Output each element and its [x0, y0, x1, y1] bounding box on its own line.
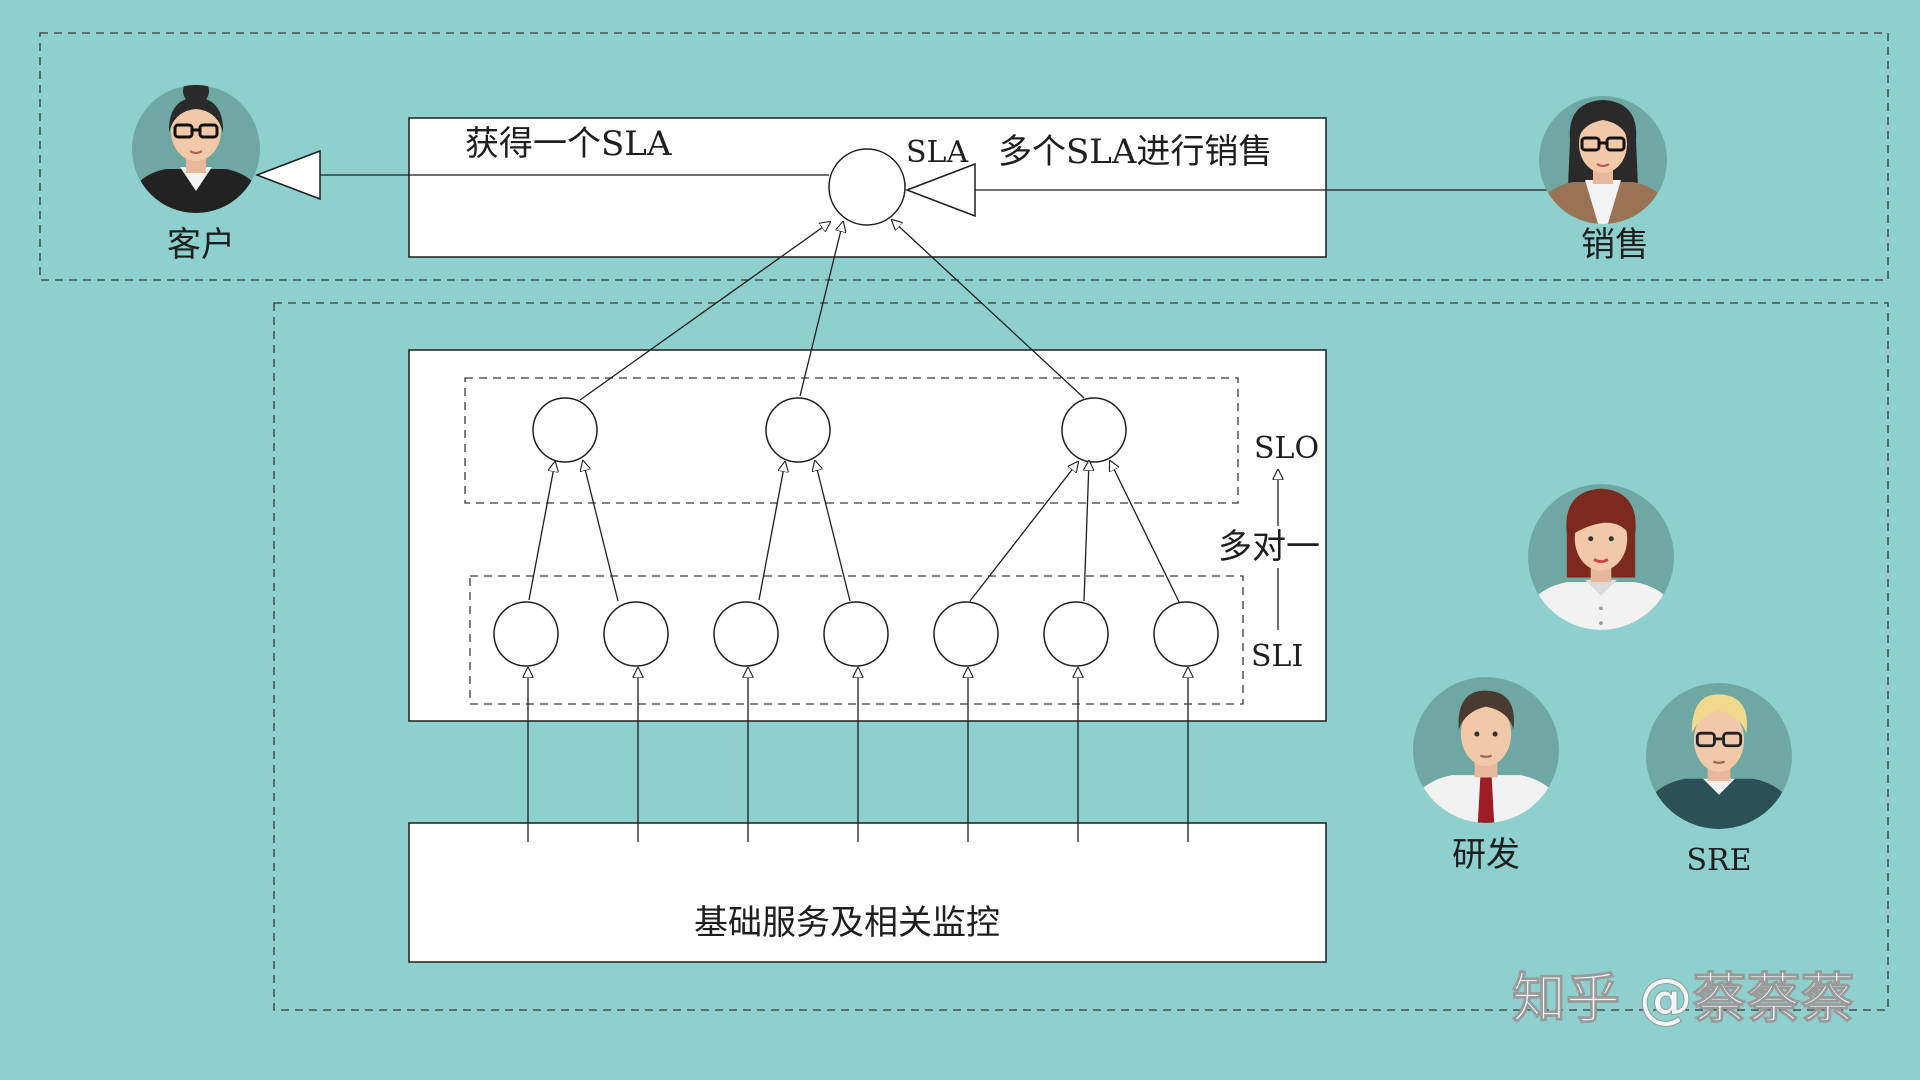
glasses-icon	[173, 123, 219, 139]
red-hair-woman-avatar	[1528, 484, 1674, 630]
slo-arrow	[892, 220, 1085, 399]
top-group-outline	[39, 32, 1889, 281]
developer-avatar	[1413, 677, 1559, 823]
sli-arrow	[969, 462, 1078, 602]
sli-node	[823, 601, 889, 667]
slo-label: SLO	[1254, 431, 1319, 466]
base-services-label: 基础服务及相关监控	[694, 903, 1000, 943]
sla-node	[828, 148, 906, 226]
sli-arrow	[758, 462, 785, 601]
slo-arrow	[799, 222, 843, 397]
customer-avatar	[132, 85, 260, 213]
sli-arrow	[815, 461, 851, 602]
developer-label: 研发	[1452, 835, 1520, 875]
glasses-icon	[1580, 136, 1626, 152]
red-tie-icon	[1476, 777, 1496, 823]
slo-node	[532, 397, 598, 463]
bottom-group-outline	[273, 302, 1889, 1011]
sli-arrow	[1110, 461, 1183, 609]
sli-arrow	[528, 462, 555, 601]
sla-node-label: SLA	[906, 135, 968, 170]
glasses-icon	[1695, 731, 1743, 748]
sli-node	[933, 601, 999, 667]
sli-node	[603, 601, 669, 667]
base-services-box	[408, 822, 1327, 963]
many-to-one-label: 多对一	[1218, 527, 1320, 567]
sre-avatar	[1646, 683, 1792, 829]
slo-arrow	[579, 222, 830, 401]
customer-label: 客户	[167, 225, 235, 265]
sli-arrow	[583, 461, 619, 602]
slo-node	[765, 397, 831, 463]
sli-node	[493, 601, 559, 667]
sli-node	[1153, 601, 1219, 667]
watermark: 知乎 @蔡蔡蔡	[1512, 967, 1855, 1030]
slo-node	[1061, 397, 1127, 463]
customer-arrowhead	[254, 149, 321, 201]
sli-group-outline	[469, 575, 1244, 705]
sales-label: 销售	[1581, 225, 1649, 265]
sales-arrowhead	[904, 162, 976, 218]
sla-right-label: 多个SLA进行销售	[998, 132, 1272, 172]
sli-label: SLI	[1251, 639, 1303, 674]
sales-avatar	[1539, 96, 1667, 224]
sli-node	[1043, 601, 1109, 667]
sla-left-label: 获得一个SLA	[465, 124, 672, 164]
many-to-one-label-bg	[1215, 526, 1325, 568]
sli-arrow	[1084, 461, 1089, 602]
sli-node	[713, 601, 779, 667]
sre-label: SRE	[1686, 843, 1751, 878]
